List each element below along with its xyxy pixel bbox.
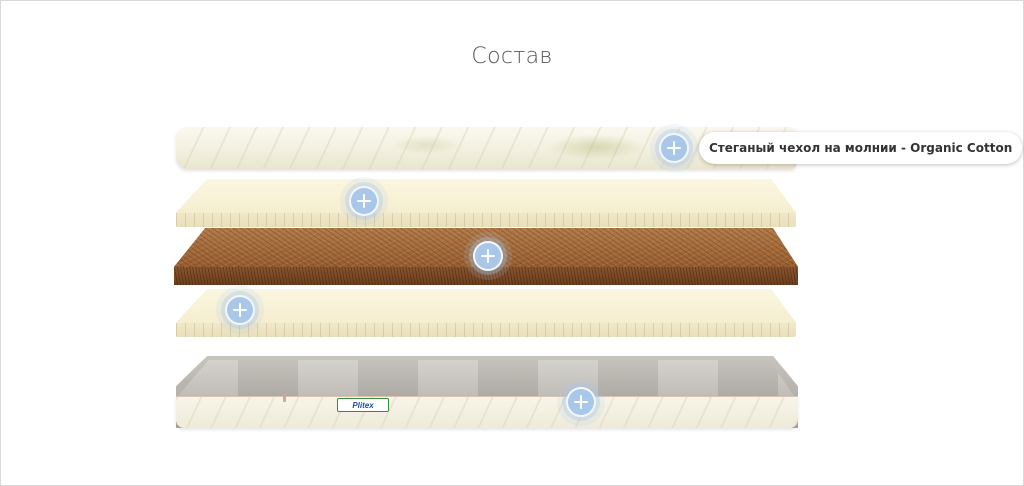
layer-tooltip: Стеганый чехол на молнии - Organic Cotto… — [699, 132, 1023, 164]
plus-icon — [357, 194, 371, 208]
layer-latex-top — [176, 179, 796, 227]
cover-bottom-inner — [178, 360, 794, 396]
layer-latex-bottom — [176, 289, 796, 337]
plus-icon — [481, 249, 495, 263]
plus-icon — [574, 395, 588, 409]
plus-icon — [233, 303, 247, 317]
hotspot-latex-bottom[interactable] — [225, 295, 255, 325]
brand-label-text: Plitex — [352, 400, 374, 410]
layer-cover-top — [176, 127, 796, 169]
brand-label-logo: Plitex — [337, 398, 389, 412]
section-title: Состав — [471, 44, 553, 69]
cover-tag — [283, 394, 286, 402]
hotspot-latex-top[interactable] — [349, 186, 379, 216]
hotspot-cover-top[interactable] — [659, 133, 689, 163]
plus-icon — [667, 141, 681, 155]
hotspot-cover-bottom[interactable] — [566, 387, 596, 417]
cover-bottom-side — [176, 396, 798, 428]
hotspot-coconut-coir[interactable] — [473, 241, 503, 271]
